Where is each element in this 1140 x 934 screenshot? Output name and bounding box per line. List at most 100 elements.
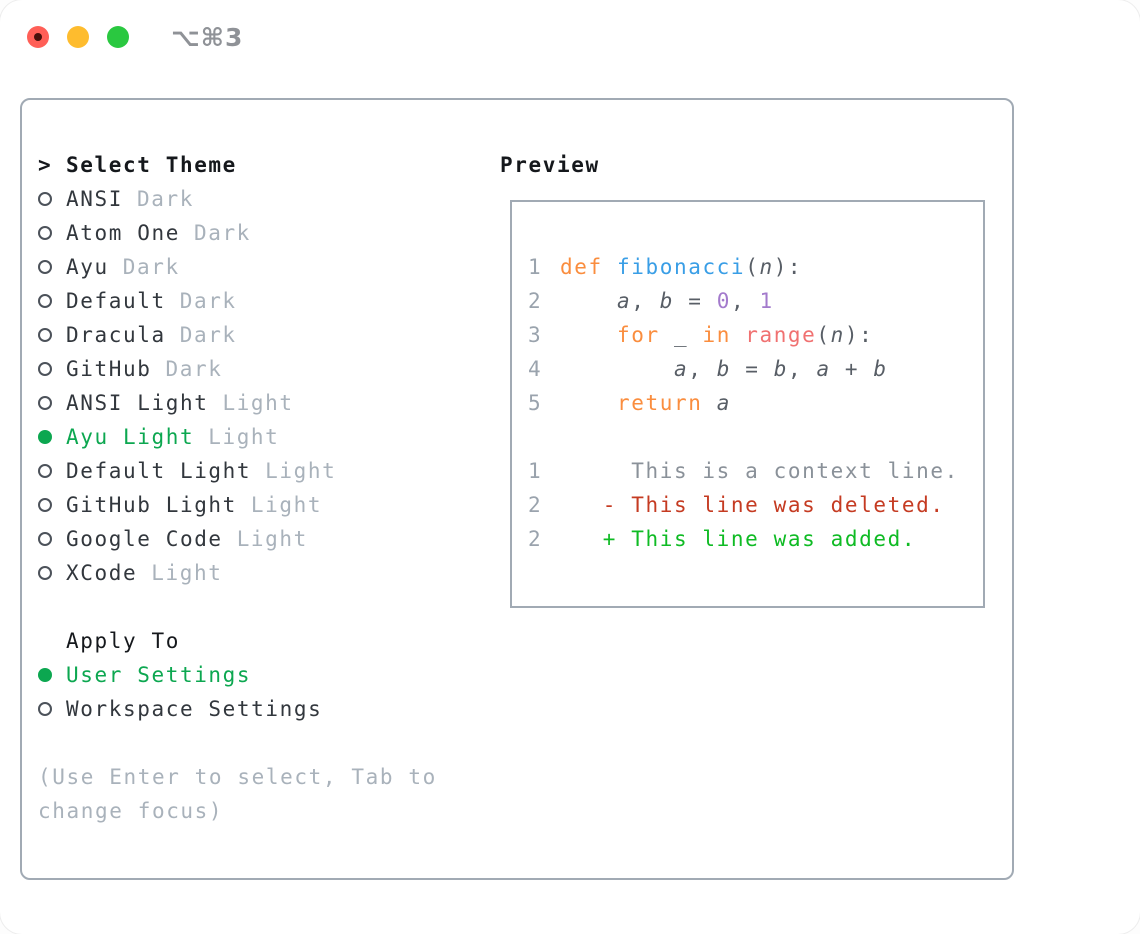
theme-variant-label: Light [151, 561, 223, 585]
code-token: for [616, 323, 660, 347]
select-theme-header-row: > Select Theme [38, 148, 437, 182]
apply-option-user-settings[interactable]: User Settings [38, 658, 437, 692]
code-line: 3 for _ in range(n): [528, 318, 975, 352]
code-content: - This line was deleted. [560, 493, 945, 517]
code-token: fibonacci [616, 255, 746, 279]
line-number: 2 [528, 493, 543, 517]
radio-icon [38, 532, 66, 546]
code-line: 2 a, b = 0, 1 [528, 284, 975, 318]
code-token: , [631, 289, 660, 313]
code-token: + This line was added. [560, 527, 917, 551]
code-line: 4 a, b = b, a + b [528, 352, 975, 386]
code-token [603, 255, 617, 279]
code-token: n [759, 255, 774, 279]
theme-variant-label: Light [222, 391, 294, 415]
theme-variant-label: Dark [179, 323, 237, 347]
code-token: + [830, 357, 874, 381]
theme-option-github-light[interactable]: GitHub Light Light [38, 488, 437, 522]
radio-selected-icon [38, 430, 66, 444]
code-line: 2 - This line was deleted. [528, 488, 975, 522]
apply-option-label: User Settings [66, 663, 252, 687]
close-button[interactable] [27, 26, 49, 48]
code-content: a, b = b, a + b [560, 357, 888, 381]
code-token: 0 [716, 289, 731, 313]
spacer [38, 726, 437, 760]
theme-option-label: Dracula [66, 323, 166, 347]
code-token: a [673, 357, 689, 381]
code-token [702, 391, 716, 415]
code-token: a [616, 289, 632, 313]
code-token: ): [844, 323, 874, 347]
theme-option-label: Default Light [66, 459, 252, 483]
code-token: 1 [759, 289, 774, 313]
code-token: _ [659, 323, 703, 347]
theme-variant-label: Dark [193, 221, 251, 245]
code-token: b [716, 357, 731, 381]
line-number: 2 [528, 527, 543, 551]
theme-variant-label: Dark [136, 187, 194, 211]
code-token: , [787, 357, 817, 381]
theme-option-ansi[interactable]: ANSI Dark [38, 182, 437, 216]
radio-icon [38, 294, 66, 308]
radio-icon [38, 566, 66, 580]
theme-option-ansi-light[interactable]: ANSI Light Light [38, 386, 437, 420]
window-title: ⌥⌘3 [171, 22, 244, 52]
code-content: return a [560, 391, 731, 415]
theme-variant-label: Light [208, 425, 280, 449]
select-theme-header: Select Theme [66, 153, 237, 177]
theme-option-label: ANSI [66, 187, 123, 211]
code-content: a, b = 0, 1 [560, 289, 774, 313]
code-token: ): [773, 255, 803, 279]
radio-icon [38, 192, 66, 206]
code-token: = [673, 289, 717, 313]
code-content: + This line was added. [560, 527, 916, 551]
line-number: 4 [528, 357, 543, 381]
code-token: , [688, 357, 717, 381]
minimize-button[interactable] [67, 26, 89, 48]
focus-prompt-icon: > [38, 153, 53, 177]
radio-icon [38, 260, 66, 274]
theme-variant-label: Light [250, 493, 323, 517]
theme-option-label: GitHub Light [66, 493, 237, 517]
code-token [560, 323, 617, 347]
code-token: ( [816, 323, 831, 347]
zoom-button[interactable] [107, 26, 129, 48]
code-token: - This line was deleted. [560, 493, 945, 517]
theme-option-label: Default [66, 289, 166, 313]
line-number: 1 [528, 459, 543, 483]
apply-option-workspace-settings[interactable]: Workspace Settings [38, 692, 437, 726]
apply-to-header-row: Apply To [38, 624, 437, 658]
code-token: return [616, 391, 703, 415]
radio-icon [38, 226, 66, 240]
hint-text-line-2: change focus) [38, 799, 224, 823]
radio-icon [38, 362, 66, 376]
code-content: This is a context line. [560, 459, 959, 483]
theme-variant-label: Light [236, 527, 308, 551]
preview-header: Preview [500, 153, 600, 177]
spacer [38, 590, 437, 624]
code-content: for _ in range(n): [560, 323, 873, 347]
code-token: ( [745, 255, 760, 279]
code-token: , [730, 289, 760, 313]
code-token [560, 357, 674, 381]
code-token: a [716, 391, 731, 415]
theme-option-dracula[interactable]: Dracula Dark [38, 318, 437, 352]
theme-option-label: ANSI Light [66, 391, 209, 415]
theme-variant-label: Dark [122, 255, 180, 279]
code-line: 5 return a [528, 386, 975, 420]
code-token: This is a context line. [560, 459, 959, 483]
code-token: b [773, 357, 788, 381]
